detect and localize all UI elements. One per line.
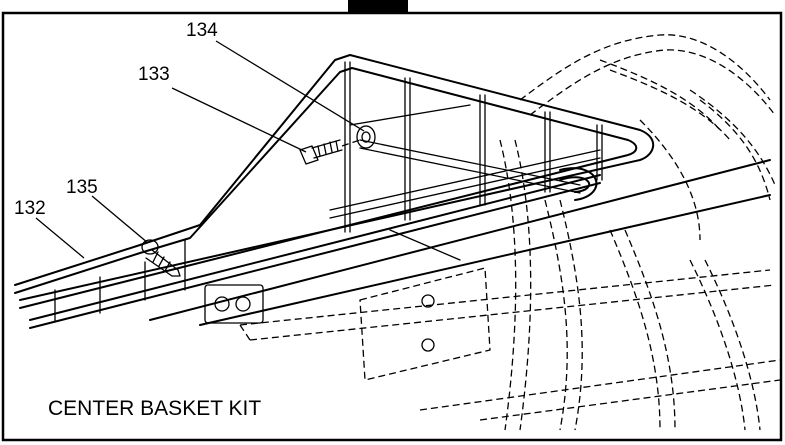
screw-135: [141, 239, 181, 277]
top-tab: [348, 0, 408, 14]
leader-135: [91, 195, 149, 244]
callout-132: 132: [14, 198, 46, 219]
washer-134: [356, 125, 376, 149]
callout-134: 134: [186, 20, 218, 41]
leader-134: [215, 40, 365, 132]
center-basket: [14, 54, 655, 329]
screw-133: [299, 139, 361, 165]
rack-rail: [149, 159, 771, 326]
callout-133: 133: [138, 64, 170, 85]
callout-135: 135: [66, 177, 98, 198]
leader-132: [35, 217, 85, 259]
dishwasher-tub-outline: [239, 34, 781, 431]
leader-133: [171, 87, 307, 153]
mounting-plate: [359, 267, 491, 381]
diagram-caption: CENTER BASKET KIT: [48, 397, 261, 420]
